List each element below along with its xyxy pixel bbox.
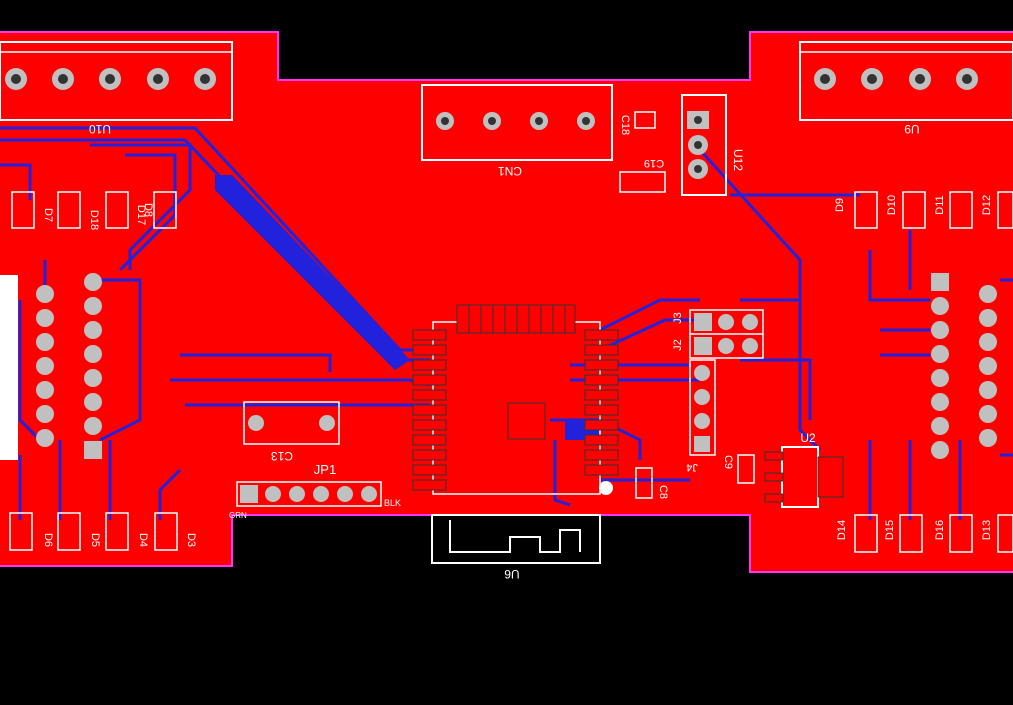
label-d3: D3 xyxy=(185,533,197,547)
label-d18: D18 xyxy=(88,210,100,230)
connector-u10 xyxy=(0,41,233,121)
label-u6: U6 xyxy=(504,567,520,581)
label-j3: J3 xyxy=(672,312,684,324)
fiducial xyxy=(599,481,613,495)
diodes-bottom-left xyxy=(9,512,178,551)
label-d16: D16 xyxy=(934,520,946,540)
antenna-u6 xyxy=(431,514,601,564)
mcu-right-pads xyxy=(584,329,619,476)
label-d10: D10 xyxy=(886,195,898,215)
pad-c8 xyxy=(635,467,653,499)
bottom-layer-wide-trace xyxy=(215,175,410,370)
label-c8: C8 xyxy=(657,485,669,499)
diodes-bottom-right xyxy=(854,514,1013,553)
label-d4: D4 xyxy=(137,533,149,547)
label-d9: D9 xyxy=(834,198,846,212)
right-header-pins xyxy=(931,273,997,459)
header-j2-j3 xyxy=(689,309,764,359)
label-d13: D13 xyxy=(981,520,993,540)
label-d17: D17 xyxy=(135,205,147,225)
label-j2: J2 xyxy=(672,339,684,351)
connector-u9 xyxy=(799,41,1013,121)
label-u2: U2 xyxy=(800,431,816,445)
label-u9: U9 xyxy=(904,122,920,136)
label-blk: BLK xyxy=(384,498,401,508)
diodes-top-left xyxy=(11,191,177,229)
diodes-top-right xyxy=(854,191,1013,229)
bottom-layer-traces xyxy=(0,126,1013,520)
pad-c19 xyxy=(619,171,666,193)
label-d15: D15 xyxy=(884,520,896,540)
label-u12: U12 xyxy=(731,149,745,171)
label-d5: D5 xyxy=(89,533,101,547)
component-u12 xyxy=(681,94,727,196)
label-c19: C19 xyxy=(644,157,664,169)
label-c18: C18 xyxy=(619,115,631,135)
label-d11: D11 xyxy=(934,195,946,214)
component-u2 xyxy=(764,446,844,508)
left-header-body xyxy=(0,275,18,460)
label-d8: D8 xyxy=(142,203,154,217)
label-j4: J4 xyxy=(686,461,698,473)
label-d6: D6 xyxy=(42,533,54,547)
capacitor-c13 xyxy=(243,401,340,445)
label-c9: C9 xyxy=(722,455,734,469)
label-grn: GRN xyxy=(229,511,247,520)
label-cn1: CN1 xyxy=(498,164,522,178)
label-u10: U10 xyxy=(89,122,111,136)
board-copper-pour xyxy=(0,32,1013,572)
label-d7: D7 xyxy=(42,208,54,222)
pad-c18 xyxy=(634,111,656,129)
header-j4 xyxy=(689,359,716,456)
mcu-left-pads xyxy=(412,329,447,491)
header-jp1 xyxy=(236,481,382,507)
left-header-pins xyxy=(36,273,102,459)
label-c13: C13 xyxy=(271,449,293,463)
label-d14: D14 xyxy=(836,520,848,540)
connector-cn1 xyxy=(421,84,613,161)
label-d12: D12 xyxy=(981,195,993,215)
pad-c9 xyxy=(737,454,755,484)
label-jp1: JP1 xyxy=(314,462,336,477)
